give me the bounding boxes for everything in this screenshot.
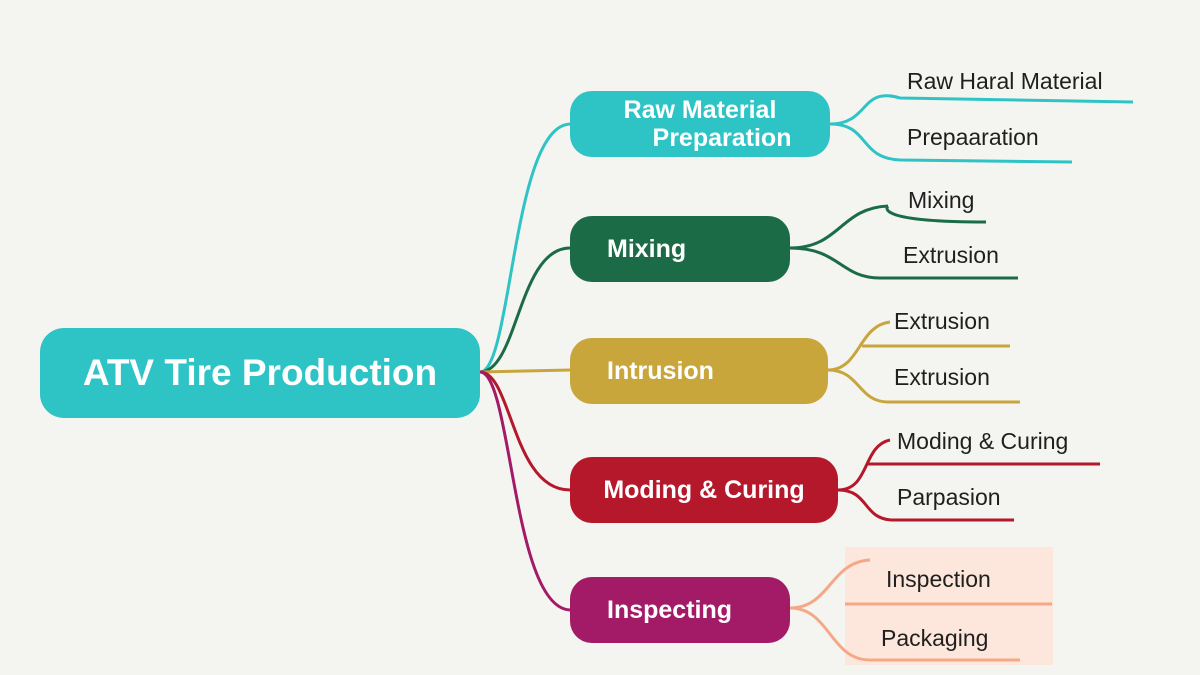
connector-root-mixing: [479, 246, 571, 374]
branch-inspecting[interactable]: Inspecting: [570, 577, 790, 643]
connector-root-molding: [479, 370, 571, 492]
leaf-extrusion-2[interactable]: Extrusion: [894, 364, 990, 390]
branch-intrusion[interactable]: Intrusion: [570, 338, 828, 404]
leaf-inspection[interactable]: Inspection: [886, 566, 991, 592]
connector-intrusion-leaf-1: [827, 320, 891, 372]
branch-label-mixing: Mixing: [607, 234, 687, 263]
connector-inspect-leaf-2: [789, 606, 1020, 662]
inspecting-leaf-highlight: [845, 547, 1053, 665]
branch-label-intrusion: Intrusion: [607, 356, 714, 385]
branch-raw-material-preparation[interactable]: Raw Material Preparation: [570, 91, 830, 157]
leaf-moding-curing[interactable]: Moding & Curing: [897, 428, 1069, 454]
connector-molding-leaf-1: [837, 438, 891, 492]
connector-root-inspecting: [479, 370, 571, 612]
connector-root-raw-material: [479, 122, 571, 374]
connector-mixing-leaf-1-line: [885, 204, 987, 224]
connector-root-intrusion: [479, 368, 571, 374]
branch-label-moding-curing: Moding & Curing: [603, 475, 805, 504]
branch-label-raw-material-preparation: Raw Material Preparation: [623, 96, 792, 152]
connector-inspect-leaf-1: [789, 558, 871, 610]
branch-mixing[interactable]: Mixing: [570, 216, 790, 282]
leaf-raw-haral-material[interactable]: Raw Haral Material: [907, 68, 1103, 94]
leaf-parpasion[interactable]: Parpasion: [897, 484, 1001, 510]
connector-raw-leaf-1: [829, 94, 1134, 126]
branch-label-inspecting: Inspecting: [607, 595, 733, 624]
leaf-mixing[interactable]: Mixing: [908, 187, 975, 213]
leaf-extrusion-1[interactable]: Extrusion: [894, 308, 990, 334]
connector-mixing-leaf-1: [789, 204, 889, 250]
connector-intrusion-leaf-2: [827, 368, 1020, 404]
leaf-extrusion-mixing[interactable]: Extrusion: [903, 242, 999, 268]
leaf-prepaaration[interactable]: Prepaaration: [907, 124, 1039, 150]
leaf-packaging[interactable]: Packaging: [881, 625, 989, 651]
root-node[interactable]: ATV Tire Production: [40, 328, 480, 418]
connector-mixing-leaf-2: [789, 246, 1018, 280]
connector-molding-leaf-2: [837, 488, 1014, 522]
root-node-label: ATV Tire Production: [82, 352, 438, 393]
branch-moding-curing[interactable]: Moding & Curing: [570, 457, 838, 523]
connector-raw-leaf-2: [829, 122, 1073, 164]
